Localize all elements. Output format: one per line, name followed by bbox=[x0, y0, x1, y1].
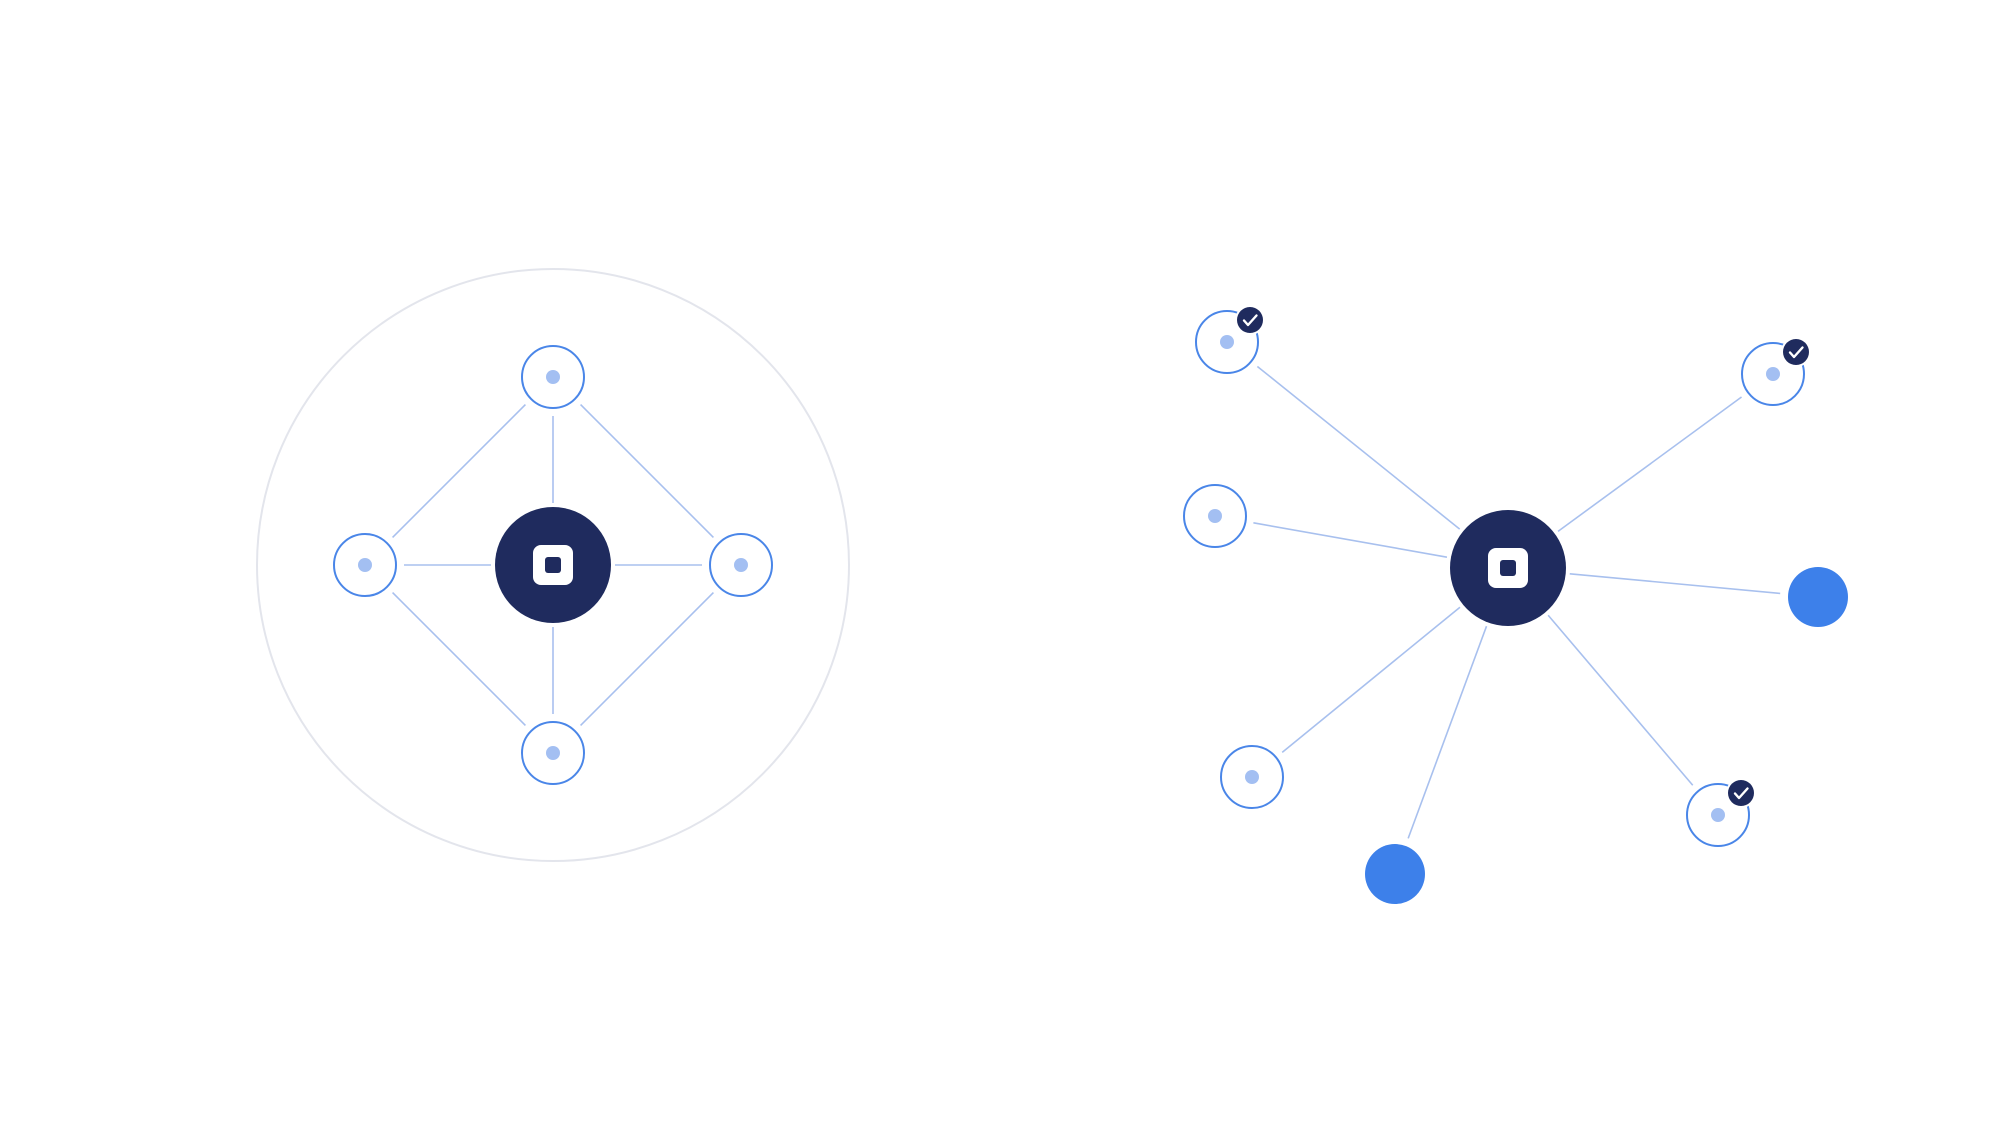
node-mid-right bbox=[1788, 567, 1848, 627]
edge-top-right bbox=[580, 404, 714, 538]
node-dot bbox=[1711, 808, 1725, 822]
enclosed-mesh-network bbox=[256, 268, 850, 862]
node-dot bbox=[358, 558, 372, 572]
node-upper-right bbox=[1741, 337, 1811, 406]
check-mark bbox=[1733, 787, 1749, 800]
active-node-circle bbox=[1788, 567, 1848, 627]
node-dot bbox=[546, 370, 560, 384]
edge-bottom-right bbox=[580, 592, 714, 726]
edge-hub-mid-left bbox=[1253, 522, 1448, 558]
edge-hub-upper-right bbox=[1557, 396, 1743, 533]
node-dot bbox=[1245, 770, 1259, 784]
edge-hub-mid-right bbox=[1569, 572, 1781, 595]
hub-node bbox=[1450, 510, 1566, 626]
node-lower-left bbox=[1220, 745, 1284, 809]
edge-top-left bbox=[392, 404, 526, 538]
chip-core bbox=[1500, 560, 1516, 576]
star-network bbox=[1183, 305, 1848, 904]
node-right bbox=[709, 533, 773, 597]
node-dot bbox=[546, 746, 560, 760]
check-badge-icon bbox=[1781, 337, 1811, 367]
hub-node bbox=[495, 507, 611, 623]
node-bottom bbox=[1365, 844, 1425, 904]
node-top bbox=[521, 345, 585, 409]
check-badge-circle bbox=[1237, 307, 1263, 333]
check-badge-circle bbox=[1728, 780, 1754, 806]
node-dot bbox=[1220, 335, 1234, 349]
square-chip-icon bbox=[533, 545, 573, 585]
node-lower-right bbox=[1686, 778, 1756, 847]
edge-hub-lower-right bbox=[1547, 614, 1694, 786]
boundary-ring bbox=[256, 268, 850, 862]
node-upper-left bbox=[1195, 305, 1265, 374]
check-badge-icon bbox=[1235, 305, 1265, 335]
node-dot bbox=[734, 558, 748, 572]
node-left bbox=[333, 533, 397, 597]
chip-core bbox=[545, 557, 561, 573]
check-mark bbox=[1242, 314, 1258, 327]
node-dot bbox=[1208, 509, 1222, 523]
active-node-circle bbox=[1365, 844, 1425, 904]
node-dot bbox=[1766, 367, 1780, 381]
edge-bottom-left bbox=[392, 592, 526, 726]
square-chip-icon bbox=[1488, 548, 1528, 588]
check-mark bbox=[1788, 346, 1804, 359]
node-bottom bbox=[521, 721, 585, 785]
check-badge-icon bbox=[1726, 778, 1756, 808]
node-mid-left bbox=[1183, 484, 1247, 548]
edge-hub-bottom bbox=[1407, 625, 1488, 839]
edge-hub-upper-left bbox=[1256, 365, 1461, 530]
edge-hub-lower-left bbox=[1281, 606, 1461, 753]
check-badge-circle bbox=[1783, 339, 1809, 365]
